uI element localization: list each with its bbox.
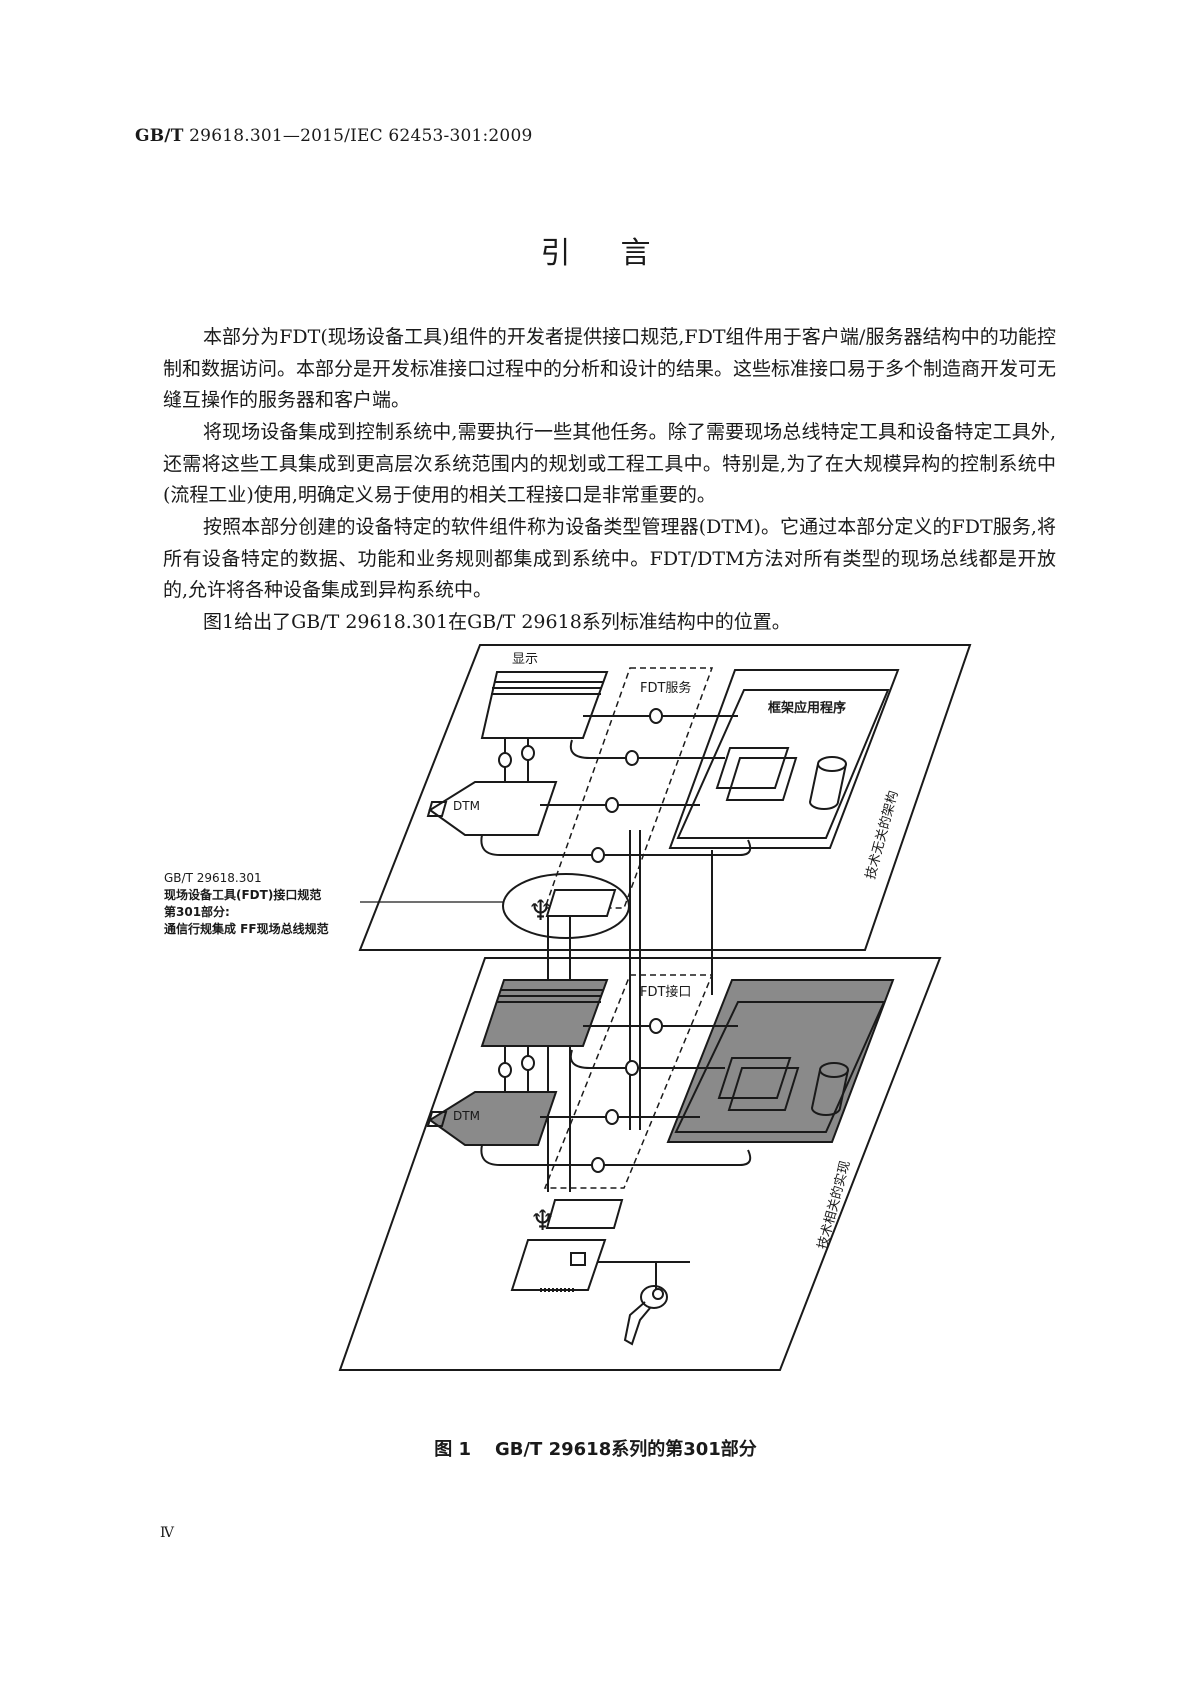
plug-icon-upper: ♆: [528, 894, 553, 927]
caption-number: 图 1: [434, 1439, 471, 1460]
callout-line-4: 通信行规集成 FF现场总线规范: [164, 921, 329, 936]
paragraph-4: 图1给出了GB/T 29618.301在GB/T 29618系列标准结构中的位置…: [203, 611, 791, 633]
callout-line-3: 第301部分:: [164, 904, 230, 919]
side-label-upper: 技术无关的架构: [862, 789, 901, 881]
standard-prefix: GB/T: [135, 126, 184, 146]
dtm-box-lower: [426, 1091, 558, 1146]
figure-caption: 图 1 GB/T 29618系列的第301部分: [0, 1435, 1191, 1461]
upper-connectors: [480, 708, 752, 863]
side-label-lower: 技术相关的实现: [814, 1159, 853, 1251]
caption-text: GB/T 29618系列的第301部分: [494, 1439, 757, 1460]
plug-icon-lower: ♆: [530, 1204, 555, 1237]
dtm-label-upper: DTM: [453, 799, 480, 813]
display-window-lower: [480, 979, 609, 1047]
paragraph-1: 本部分为FDT(现场设备工具)组件的开发者提供接口规范,FDT组件用于客户端/服…: [163, 326, 1057, 411]
frame-app-box-lower: [666, 979, 895, 1143]
field-device-sensor: [623, 1262, 668, 1346]
dtm-label-lower: DTM: [453, 1109, 480, 1123]
lower-connectors: [480, 1018, 752, 1173]
dtm-box-upper: [426, 781, 558, 836]
page-number: Ⅳ: [160, 1525, 174, 1541]
standard-code: 29618.301—2015/IEC 62453-301:2009: [189, 126, 533, 146]
paragraph-2: 将现场设备集成到控制系统中,需要执行一些其他任务。除了需要现场总线特定工具和设备…: [163, 421, 1056, 506]
display-label: 显示: [512, 652, 538, 667]
fdt-service-label: FDT服务: [640, 680, 691, 696]
fdt-interface-box: [543, 974, 714, 1189]
callout-line-1: GB/T 29618.301: [164, 871, 262, 885]
display-window: [480, 671, 609, 739]
frame-app-label: 框架应用程序: [768, 700, 846, 716]
architecture-diagram: 显示 FDT服务 框架应用程序 DTM 技术无关的架构 GB/T 29618.3…: [164, 644, 972, 1371]
comm-dtm-upper: [545, 889, 617, 917]
comm-dtm-lower: [545, 1199, 624, 1229]
section-title: 引言: [540, 236, 701, 271]
callout-line-2: 现场设备工具(FDT)接口规范: [164, 887, 321, 902]
paragraph-3: 按照本部分创建的设备特定的软件组件称为设备类型管理器(DTM)。它通过本部分定义…: [163, 516, 1056, 601]
fdt-service-box: [543, 667, 714, 909]
document-header: GB/T 29618.301—2015/IEC 62453-301:2009: [135, 126, 532, 146]
lower-plane: [338, 957, 942, 1371]
frame-app-box: [668, 669, 900, 849]
fdt-interface-label: FDT接口: [640, 984, 691, 1000]
upper-plane: [358, 644, 972, 951]
interface-card: [510, 1239, 690, 1292]
figure-1: 显示 FDT服务 框架应用程序 DTM 技术无关的架构 GB/T 29618.3…: [160, 640, 1040, 1420]
